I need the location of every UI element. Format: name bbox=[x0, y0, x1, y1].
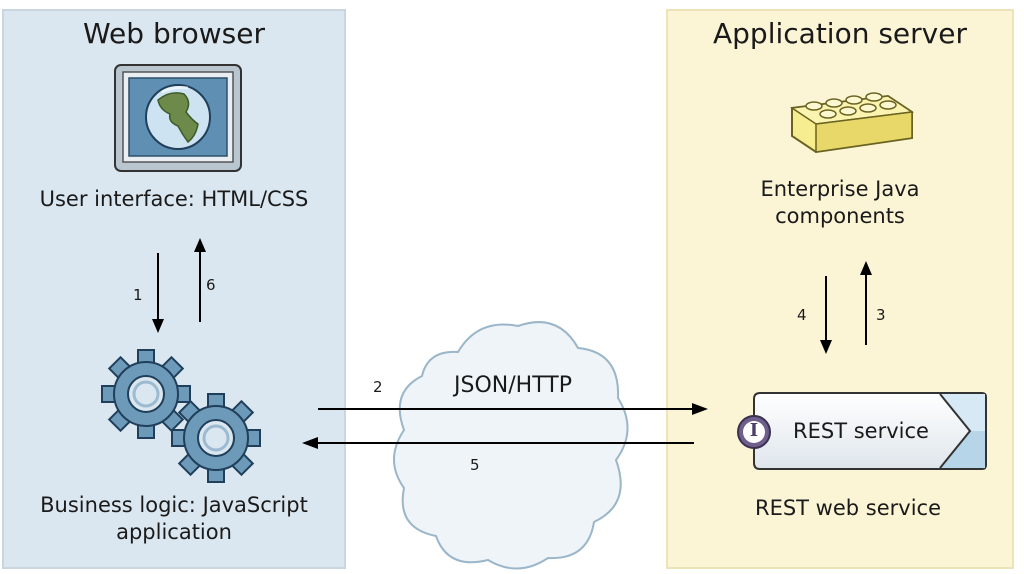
rest-service-box bbox=[753, 392, 987, 470]
rest-web-service-label: REST web service bbox=[754, 496, 942, 520]
application-server-title: Application server bbox=[713, 17, 967, 50]
json-http-label: JSON/HTTP bbox=[454, 373, 572, 398]
business-logic-label: Business logic: JavaScript application bbox=[2, 492, 346, 546]
enterprise-java-label-line2: components bbox=[775, 204, 905, 228]
step-4-label: 4 bbox=[797, 306, 807, 324]
step-1-label: 1 bbox=[133, 286, 143, 304]
globe-monitor-icon bbox=[114, 64, 242, 172]
enterprise-java-label-line1: Enterprise Java bbox=[760, 177, 920, 201]
lego-brick-icon bbox=[789, 92, 915, 154]
cloud-icon bbox=[393, 321, 629, 570]
interface-icon-letter: I bbox=[749, 420, 759, 441]
step-6-label: 6 bbox=[206, 276, 216, 294]
step-3-label: 3 bbox=[876, 306, 886, 324]
user-interface-label: User interface: HTML/CSS bbox=[39, 187, 309, 211]
arrow-1-down bbox=[152, 253, 164, 333]
business-logic-label-line2: application bbox=[116, 520, 232, 544]
arrow-6-up bbox=[194, 238, 206, 322]
business-logic-label-line1: Business logic: JavaScript bbox=[40, 493, 308, 517]
step-5-label: 5 bbox=[470, 456, 480, 474]
arrow-5-left bbox=[302, 437, 694, 449]
enterprise-java-label: Enterprise Java components bbox=[666, 176, 1014, 230]
rest-service-box-label: REST service bbox=[793, 419, 929, 443]
gears-icon bbox=[101, 349, 261, 483]
arrow-2-right bbox=[318, 403, 708, 415]
arrow-4-down bbox=[820, 276, 832, 354]
step-2-label: 2 bbox=[373, 378, 383, 396]
interface-icon bbox=[737, 415, 771, 449]
arrow-3-up bbox=[860, 261, 872, 345]
web-browser-title: Web browser bbox=[83, 17, 265, 50]
